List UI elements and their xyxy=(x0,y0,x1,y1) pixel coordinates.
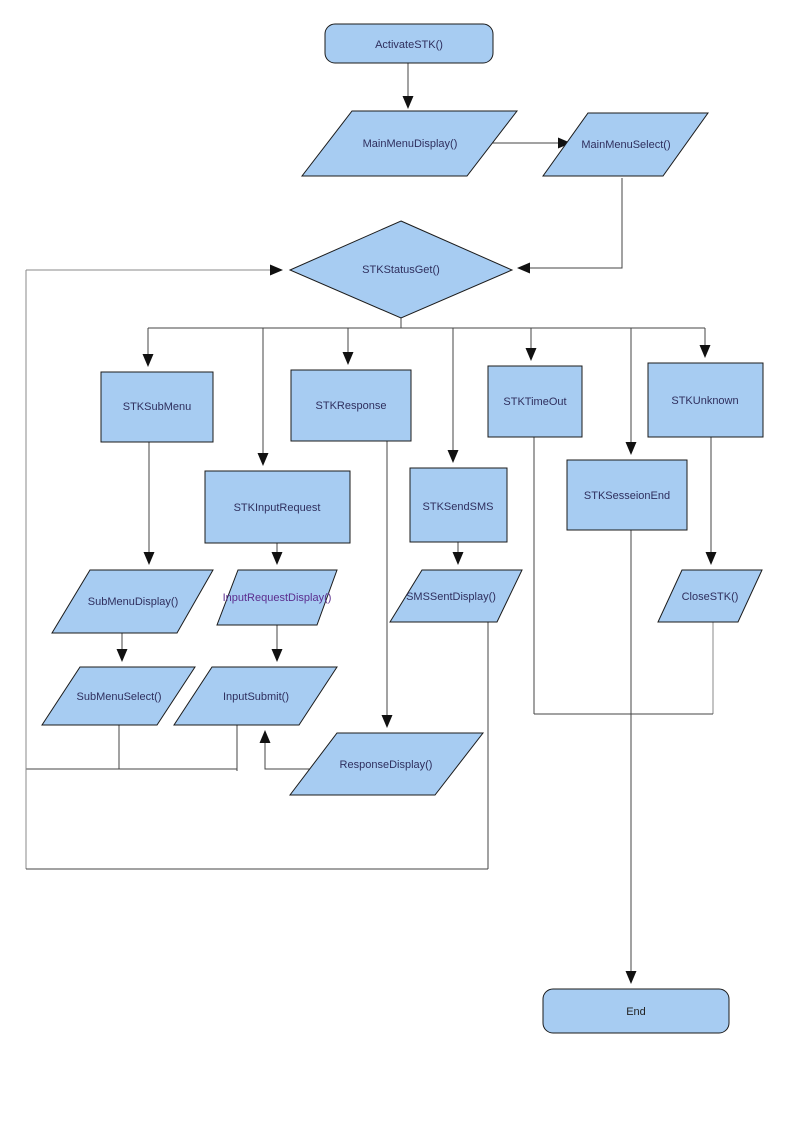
io-shape xyxy=(216,569,338,626)
process-shape xyxy=(566,459,688,531)
node-activate-stk: ActivateSTK() xyxy=(324,23,494,64)
node-sub-menu-select-label: SubMenuSelect() xyxy=(77,691,162,703)
edge-responsedisplay-to-inputsubmit xyxy=(259,730,310,770)
node-close-stk: CloseSTK() xyxy=(657,569,763,623)
edge-mainmenuselect-to-statusget xyxy=(517,178,623,274)
terminator-shape xyxy=(324,23,494,64)
node-stk-time-out: STKTimeOut xyxy=(487,365,583,438)
process-shape xyxy=(409,467,508,543)
node-activate-stk-label: ActivateSTK() xyxy=(375,39,443,51)
node-stk-status-get: STKStatusGet() xyxy=(288,220,514,319)
process-shape xyxy=(204,470,351,544)
io-shape xyxy=(542,112,709,177)
process-shape xyxy=(290,369,412,442)
node-main-menu-display: MainMenuDisplay() xyxy=(300,110,519,177)
node-stk-sub-menu-label: STKSubMenu xyxy=(123,401,191,413)
node-input-request-display: InputRequestDisplay() xyxy=(216,569,338,626)
node-stk-response-label: STKResponse xyxy=(316,400,387,412)
node-stk-input-request-label: STKInputRequest xyxy=(234,502,321,514)
node-stk-sub-menu: STKSubMenu xyxy=(100,371,214,443)
node-input-submit-label: InputSubmit() xyxy=(223,691,289,703)
node-stk-send-sms: STKSendSMS xyxy=(409,467,508,543)
node-end-label: End xyxy=(626,1006,646,1018)
io-shape xyxy=(288,732,485,796)
node-input-submit: InputSubmit() xyxy=(173,666,338,726)
node-stk-response: STKResponse xyxy=(290,369,412,442)
io-shape xyxy=(41,666,196,726)
node-stk-sesseion-end: STKSesseionEnd xyxy=(566,459,688,531)
node-stk-input-request: STKInputRequest xyxy=(204,470,351,544)
node-stk-status-get-label: STKStatusGet() xyxy=(362,264,440,276)
decision-shape xyxy=(288,220,514,319)
node-stk-time-out-label: STKTimeOut xyxy=(503,396,566,408)
node-input-request-display-label: InputRequestDisplay() xyxy=(223,592,332,604)
node-end: End xyxy=(542,988,730,1034)
process-shape xyxy=(100,371,214,443)
process-shape xyxy=(487,365,583,438)
node-close-stk-label: CloseSTK() xyxy=(682,591,739,603)
node-sms-sent-display-label: SMSSentDisplay() xyxy=(406,591,496,603)
node-stk-send-sms-label: STKSendSMS xyxy=(423,501,494,513)
terminator-shape xyxy=(542,988,730,1034)
node-sub-menu-display: SubMenuDisplay() xyxy=(51,569,214,634)
node-stk-unknown-label: STKUnknown xyxy=(671,395,738,407)
node-response-display-label: ResponseDisplay() xyxy=(340,759,433,771)
node-main-menu-display-label: MainMenuDisplay() xyxy=(363,138,458,150)
node-response-display: ResponseDisplay() xyxy=(288,732,485,796)
process-shape xyxy=(647,362,764,438)
node-main-menu-select: MainMenuSelect() xyxy=(542,112,709,177)
io-shape xyxy=(173,666,338,726)
node-stk-unknown: STKUnknown xyxy=(647,362,764,438)
io-shape xyxy=(51,569,214,634)
node-sub-menu-select: SubMenuSelect() xyxy=(41,666,196,726)
io-shape xyxy=(657,569,763,623)
node-stk-sesseion-end-label: STKSesseionEnd xyxy=(584,490,670,502)
node-main-menu-select-label: MainMenuSelect() xyxy=(581,139,670,151)
node-sms-sent-display: SMSSentDisplay() xyxy=(389,569,523,623)
io-shape xyxy=(389,569,523,623)
io-shape xyxy=(300,110,519,177)
node-sub-menu-display-label: SubMenuDisplay() xyxy=(88,596,178,608)
